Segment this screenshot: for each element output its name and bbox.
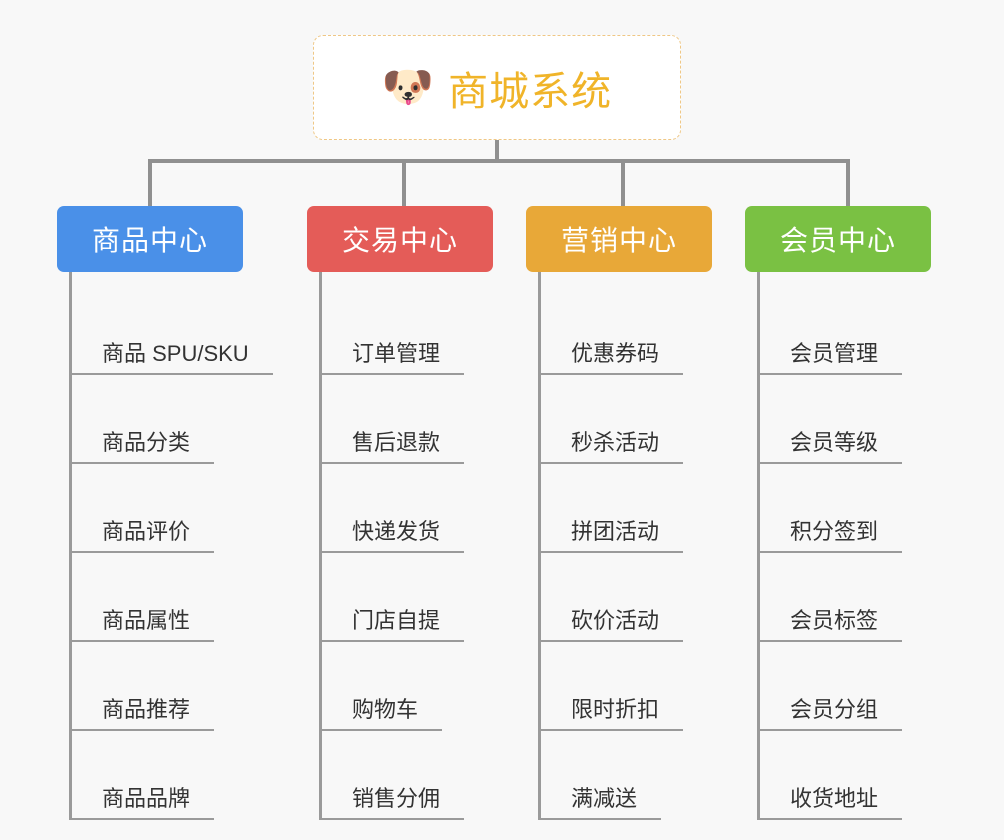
category-label: 营销中心: [560, 225, 677, 256]
root-title: 商城系统: [448, 69, 613, 114]
leaf-item[interactable]: 会员标签: [760, 553, 931, 642]
leaf-item[interactable]: 商品分类: [72, 375, 273, 464]
leaf-item[interactable]: 商品推荐: [72, 642, 273, 731]
leaf-label: 商品评价: [72, 518, 215, 553]
leaf-label: 满减送: [541, 785, 662, 820]
leaf-item[interactable]: 购物车: [322, 642, 493, 731]
leaf-item[interactable]: 优惠券码: [541, 286, 712, 375]
leaf-label: 秒杀活动: [541, 429, 684, 464]
leaf-label: 售后退款: [322, 429, 465, 464]
column-trade-center: 交易中心订单管理售后退款快递发货门店自提购物车销售分佣: [307, 206, 493, 820]
connector-horizontal-bus: [148, 159, 850, 163]
category-box-trade-center[interactable]: 交易中心: [307, 206, 493, 272]
leaf-item[interactable]: 满减送: [541, 731, 712, 820]
leaf-label: 会员分组: [760, 696, 903, 731]
leaf-item[interactable]: 积分签到: [760, 464, 931, 553]
category-box-product-center[interactable]: 商品中心: [57, 206, 243, 272]
leaf-label: 会员等级: [760, 429, 903, 464]
leaf-list-marketing-center: 优惠券码秒杀活动拼团活动砍价活动限时折扣满减送: [538, 272, 712, 820]
leaf-label: 会员管理: [760, 340, 903, 375]
column-member-center: 会员中心会员管理会员等级积分签到会员标签会员分组收货地址: [745, 206, 931, 820]
leaf-item[interactable]: 秒杀活动: [541, 375, 712, 464]
leaf-item[interactable]: 会员等级: [760, 375, 931, 464]
leaf-item[interactable]: 商品品牌: [72, 731, 273, 820]
connector-drop-marketing-center: [621, 159, 625, 207]
category-label: 商品中心: [91, 225, 208, 256]
connector-drop-trade-center: [402, 159, 406, 207]
category-label: 交易中心: [341, 225, 458, 256]
leaf-list-product-center: 商品 SPU/SKU 商品分类商品评价商品属性商品推荐商品品牌: [69, 272, 273, 820]
leaf-item[interactable]: 商品评价: [72, 464, 273, 553]
connector-root-stem: [495, 140, 499, 162]
leaf-label: 拼团活动: [541, 518, 684, 553]
connector-drop-member-center: [846, 159, 850, 207]
leaf-label: 收货地址: [760, 785, 903, 820]
leaf-label: 购物车: [322, 696, 443, 731]
leaf-label: 商品品牌: [72, 785, 215, 820]
leaf-item[interactable]: 砍价活动: [541, 553, 712, 642]
leaf-list-member-center: 会员管理会员等级积分签到会员标签会员分组收货地址: [757, 272, 931, 820]
leaf-label: 优惠券码: [541, 340, 684, 375]
leaf-label: 快递发货: [322, 518, 465, 553]
leaf-label: 限时折扣: [541, 696, 684, 731]
leaf-label: 砍价活动: [541, 607, 684, 642]
connector-drop-product-center: [148, 159, 152, 207]
leaf-label: 商品推荐: [72, 696, 215, 731]
leaf-item[interactable]: 商品 SPU/SKU: [72, 286, 273, 375]
leaf-list-trade-center: 订单管理售后退款快递发货门店自提购物车销售分佣: [319, 272, 493, 820]
root-node[interactable]: 🐶 商城系统: [313, 35, 681, 140]
leaf-item[interactable]: 会员分组: [760, 642, 931, 731]
leaf-label: 订单管理: [322, 340, 465, 375]
leaf-item[interactable]: 会员管理: [760, 286, 931, 375]
dog-face-icon: 🐶: [381, 62, 435, 110]
leaf-item[interactable]: 快递发货: [322, 464, 493, 553]
category-label: 会员中心: [779, 225, 896, 256]
leaf-item[interactable]: 订单管理: [322, 286, 493, 375]
leaf-item[interactable]: 收货地址: [760, 731, 931, 820]
leaf-item[interactable]: 商品属性: [72, 553, 273, 642]
leaf-item[interactable]: 拼团活动: [541, 464, 712, 553]
leaf-label: 销售分佣: [322, 785, 465, 820]
leaf-label: 门店自提: [322, 607, 465, 642]
category-box-marketing-center[interactable]: 营销中心: [526, 206, 712, 272]
column-product-center: 商品中心商品 SPU/SKU 商品分类商品评价商品属性商品推荐商品品牌: [57, 206, 273, 820]
leaf-label: 会员标签: [760, 607, 903, 642]
column-marketing-center: 营销中心优惠券码秒杀活动拼团活动砍价活动限时折扣满减送: [526, 206, 712, 820]
leaf-label: 商品 SPU/SKU: [72, 340, 273, 375]
leaf-item[interactable]: 限时折扣: [541, 642, 712, 731]
category-box-member-center[interactable]: 会员中心: [745, 206, 931, 272]
leaf-label: 商品分类: [72, 429, 215, 464]
leaf-item[interactable]: 门店自提: [322, 553, 493, 642]
leaf-label: 商品属性: [72, 607, 215, 642]
leaf-item[interactable]: 售后退款: [322, 375, 493, 464]
leaf-label: 积分签到: [760, 518, 903, 553]
leaf-item[interactable]: 销售分佣: [322, 731, 493, 820]
